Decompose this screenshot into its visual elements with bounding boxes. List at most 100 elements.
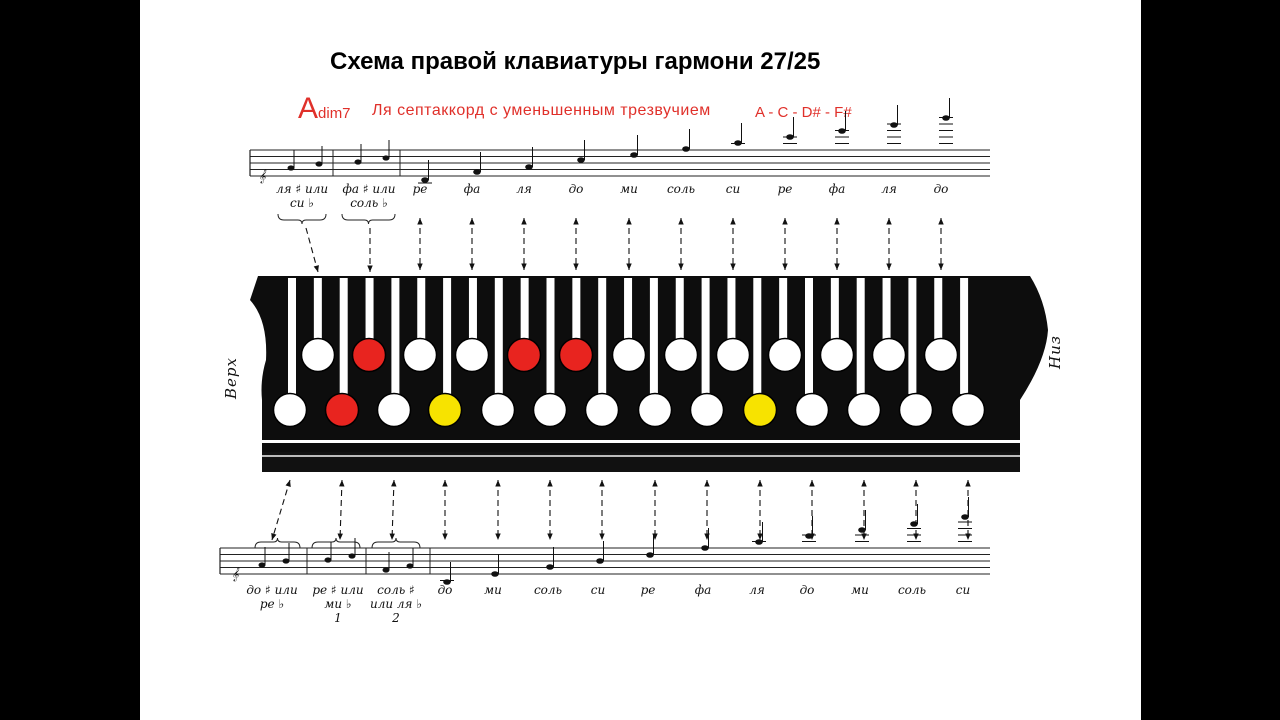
key-stem bbox=[468, 278, 477, 348]
treble-clef-icon: 𝄞 bbox=[258, 169, 266, 184]
bottom-note-label: ре ♯ или bbox=[312, 583, 363, 597]
arrow-head-icon bbox=[834, 218, 840, 225]
arrow-head-icon bbox=[938, 263, 944, 270]
top-note-label: фа ♯ или bbox=[342, 182, 395, 196]
note-head bbox=[258, 562, 266, 568]
bottom-note-label: ми bbox=[484, 583, 502, 597]
arrow-head-icon bbox=[652, 480, 658, 487]
top-row-button bbox=[715, 337, 751, 373]
key-stem bbox=[856, 278, 865, 394]
arrow-line bbox=[391, 479, 395, 541]
side-label-left: Верх bbox=[222, 357, 240, 400]
arrow-head-icon bbox=[547, 480, 553, 487]
key-stem bbox=[960, 278, 969, 394]
top-row-button bbox=[611, 337, 647, 373]
note-head bbox=[382, 155, 390, 161]
arrow-head-icon bbox=[469, 218, 475, 225]
arrow-line bbox=[339, 479, 343, 541]
arrow-head-icon bbox=[391, 480, 397, 487]
top-note-label: ля bbox=[881, 182, 897, 196]
top-note-label: си bbox=[726, 182, 740, 196]
note-head bbox=[287, 165, 295, 171]
arrow-head-icon bbox=[495, 480, 501, 487]
arrow-head-icon bbox=[442, 533, 448, 540]
note-group-brace bbox=[254, 537, 301, 549]
arrow-head-icon bbox=[521, 218, 527, 225]
note-head bbox=[421, 177, 429, 183]
bottom-row-button bbox=[898, 392, 934, 428]
note-group-brace bbox=[371, 537, 421, 549]
top-row-button bbox=[351, 337, 387, 373]
top-row-button bbox=[767, 337, 803, 373]
arrow-head-icon bbox=[573, 218, 579, 225]
bottom-note-number: 1 bbox=[334, 611, 342, 625]
key-stem bbox=[882, 278, 891, 348]
arrow-head-icon bbox=[678, 218, 684, 225]
arrow-head-icon bbox=[599, 480, 605, 487]
note-head bbox=[858, 527, 866, 533]
top-note-label: ля ♯ или bbox=[276, 182, 328, 196]
bottom-note-label: соль ♯ bbox=[377, 583, 415, 597]
arrow-head-icon bbox=[495, 533, 501, 540]
arrow-head-icon bbox=[861, 480, 867, 487]
bottom-row-button bbox=[480, 392, 516, 428]
arrow-head-icon bbox=[521, 263, 527, 270]
note-head bbox=[406, 563, 414, 569]
top-arrows bbox=[305, 218, 944, 273]
note-head bbox=[525, 164, 533, 170]
note-group-brace bbox=[311, 537, 361, 549]
key-stem bbox=[494, 278, 503, 394]
top-note-label: ре bbox=[413, 182, 428, 196]
top-note-label: ми bbox=[620, 182, 638, 196]
key-stem bbox=[805, 278, 813, 394]
key-stem bbox=[701, 278, 710, 394]
note-head bbox=[491, 571, 499, 577]
note-head bbox=[324, 557, 332, 563]
bottom-row-button bbox=[532, 392, 568, 428]
arrow-head-icon bbox=[337, 533, 343, 540]
bottom-note-label: ре ♭ bbox=[260, 597, 284, 611]
top-row-button bbox=[923, 337, 959, 373]
arrow-head-icon bbox=[757, 480, 763, 487]
top-row-button bbox=[663, 337, 699, 373]
chord-description: Ля септаккорд с уменьшенным трезвучием bbox=[372, 102, 711, 119]
note-head bbox=[630, 152, 638, 158]
bottom-row-button bbox=[272, 392, 308, 428]
top-note-label: фа bbox=[464, 182, 481, 196]
arrow-head-icon bbox=[913, 480, 919, 487]
key-stem bbox=[365, 278, 374, 348]
key-stem bbox=[753, 278, 762, 394]
top-row-button bbox=[871, 337, 907, 373]
arrow-head-icon bbox=[469, 263, 475, 270]
bottom-row-button bbox=[376, 392, 412, 428]
top-row-button bbox=[506, 337, 542, 373]
chord-suffix: dim7 bbox=[318, 105, 351, 122]
note-head bbox=[805, 533, 813, 539]
chord-notes: A - C - D# - F# bbox=[755, 104, 852, 121]
arrow-head-icon bbox=[599, 533, 605, 540]
key-stem bbox=[598, 278, 607, 394]
bottom-note-number: 2 bbox=[391, 611, 400, 625]
key-stem bbox=[288, 278, 296, 394]
arrow-head-icon bbox=[704, 480, 710, 487]
note-head bbox=[890, 122, 898, 128]
key-stem bbox=[520, 278, 529, 348]
key-stem bbox=[546, 278, 555, 394]
arrow-head-icon bbox=[834, 263, 840, 270]
note-head bbox=[910, 521, 918, 527]
bottom-row-button bbox=[324, 392, 360, 428]
top-note-label: си ♭ bbox=[290, 196, 314, 210]
note-head bbox=[961, 514, 969, 520]
note-head bbox=[596, 558, 604, 564]
bottom-note-label: си bbox=[956, 583, 970, 597]
arrow-head-icon bbox=[339, 480, 345, 487]
bottom-row-button bbox=[427, 392, 463, 428]
top-row-button bbox=[300, 337, 336, 373]
key-stem bbox=[391, 278, 400, 394]
key-stem bbox=[908, 278, 917, 394]
top-note-label: до bbox=[934, 182, 949, 196]
arrow-head-icon bbox=[285, 480, 291, 487]
arrow-head-icon bbox=[442, 480, 448, 487]
key-stem bbox=[830, 278, 839, 348]
note-head bbox=[354, 159, 362, 165]
